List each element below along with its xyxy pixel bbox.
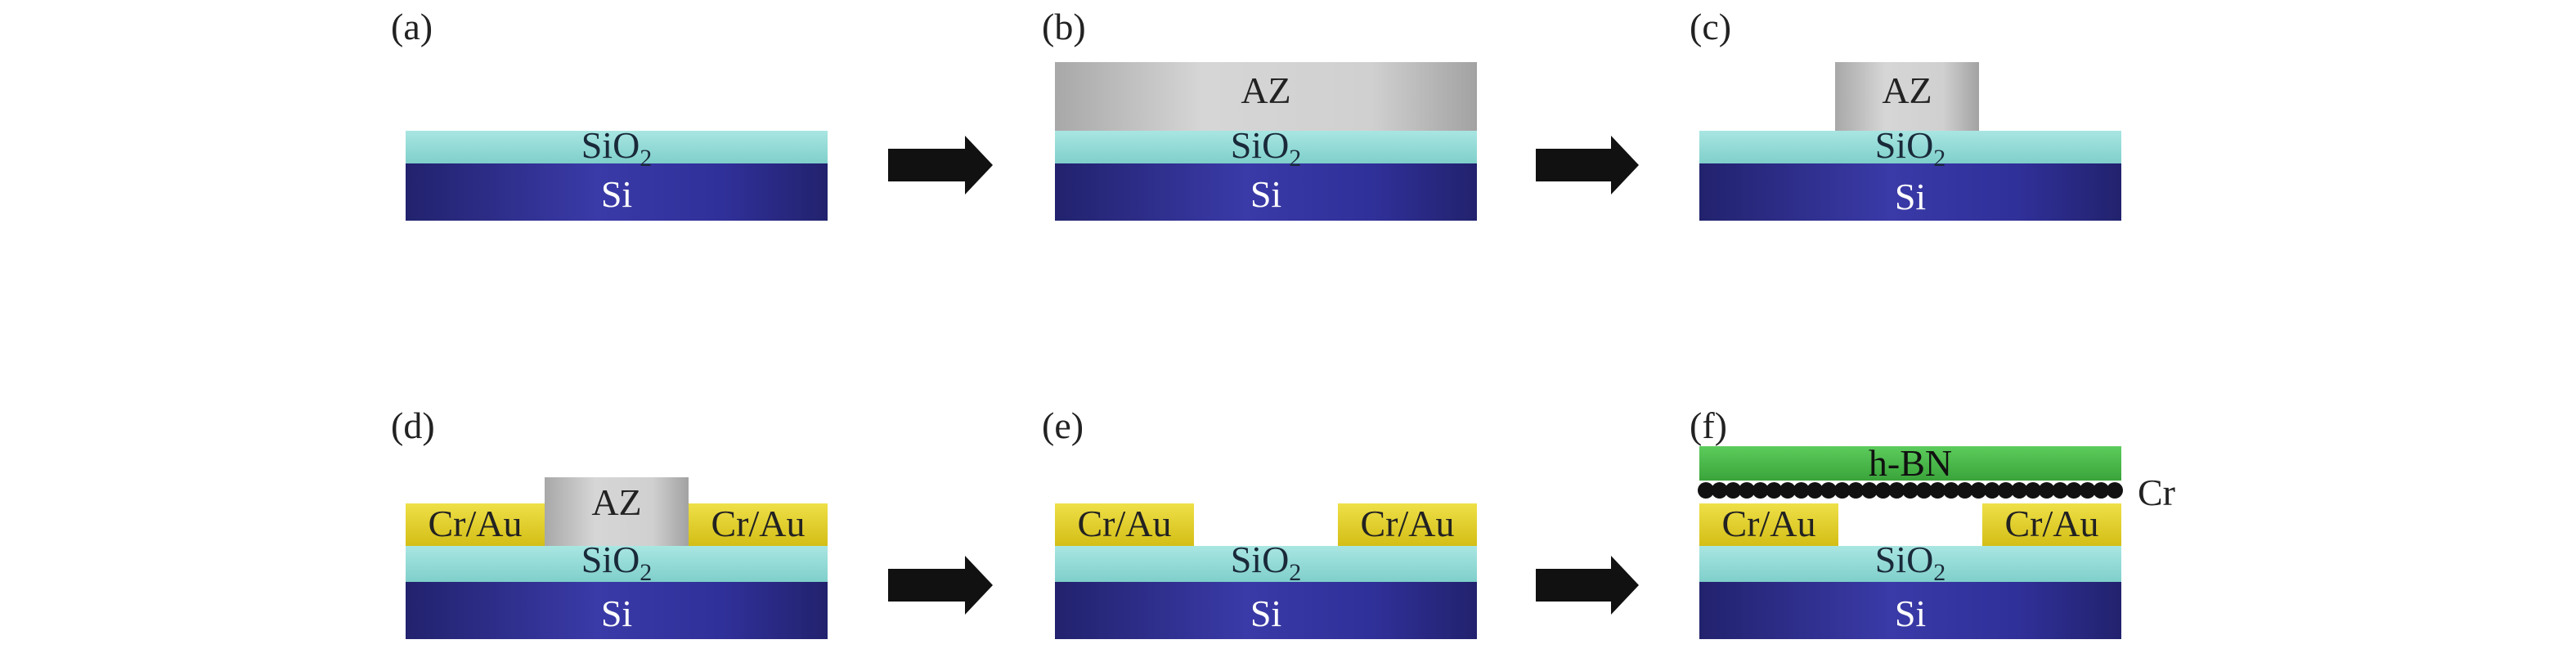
cr-label: Cr	[2138, 472, 2175, 513]
panel-e: (e) Cr/Au Cr/Au SiO2 Si	[1042, 405, 1477, 639]
az-photoresist-block	[1835, 62, 1979, 131]
sio2-label: SiO2	[1231, 539, 1302, 586]
panel-label-b: (b)	[1042, 6, 1086, 47]
panel-a: (a) SiO2 Si	[391, 6, 828, 221]
si-label: Si	[1895, 176, 1926, 217]
panel-b: (b) AZ SiO2 Si	[1042, 6, 1477, 221]
cr-dot	[1943, 482, 1959, 499]
arrow-icon	[888, 136, 993, 195]
cr-dot	[1847, 482, 1865, 499]
arrow-icon	[1536, 556, 1639, 615]
panel-label-a: (a)	[391, 6, 433, 47]
sio2-label: SiO2	[581, 124, 653, 172]
sio2-label: SiO2	[581, 539, 653, 586]
cr-dot	[1698, 482, 1714, 499]
sio2-label: SiO2	[1875, 539, 1946, 586]
cr-dot	[1874, 482, 1892, 499]
hbn-layer	[1699, 446, 2121, 481]
az-label: AZ	[1882, 69, 1932, 111]
cr-dot	[1793, 482, 1810, 499]
sio2-layer	[406, 546, 828, 582]
si-label: Si	[1895, 593, 1926, 634]
panel-c: (c) AZ SiO2 Si	[1690, 6, 2121, 221]
panel-label-c: (c)	[1690, 6, 1731, 47]
cr-dot	[1739, 482, 1755, 499]
cr-dot	[1915, 482, 1932, 499]
az-label: AZ	[1241, 69, 1290, 111]
si-layer	[1699, 582, 2121, 639]
cr-au-electrode-left	[406, 503, 545, 546]
panel-label-d: (d)	[391, 405, 435, 446]
sio2-label: SiO2	[1231, 124, 1302, 172]
si-layer	[406, 163, 828, 221]
cr-dot	[1766, 482, 1783, 499]
cr-dot	[1929, 482, 1946, 499]
cr-au-label-right: Cr/Au	[1361, 503, 1455, 544]
cr-dot	[1779, 482, 1796, 499]
cr-au-label-left: Cr/Au	[429, 503, 523, 544]
cr-au-electrode-right	[1982, 503, 2121, 546]
arrow-icon	[1536, 136, 1639, 195]
panel-f: (f) h-BN Cr Cr/Au Cr/Au SiO2 Si	[1690, 405, 2175, 639]
cr-au-electrode-right	[689, 503, 828, 546]
cr-dot	[1833, 482, 1851, 499]
cr-dot	[1956, 482, 1973, 499]
panel-label-f: (f)	[1690, 405, 1727, 446]
cr-dot	[1806, 482, 1824, 499]
cr-au-label-right: Cr/Au	[2005, 503, 2099, 544]
cr-nanoparticle-row	[1698, 482, 2123, 499]
cr-dot	[1820, 482, 1837, 499]
si-layer	[1055, 582, 1477, 639]
si-label: Si	[601, 593, 632, 634]
cr-au-label-right: Cr/Au	[711, 503, 806, 544]
hbn-label: h-BN	[1869, 442, 1952, 484]
cr-au-label-left: Cr/Au	[1722, 503, 1816, 544]
cr-dot	[1861, 482, 1878, 499]
cr-dot	[1902, 482, 1919, 499]
panel-label-e: (e)	[1042, 405, 1084, 446]
cr-dot	[2107, 482, 2123, 499]
cr-au-electrode-right	[1338, 503, 1477, 546]
cr-dot	[1970, 482, 1987, 499]
si-label: Si	[1250, 593, 1281, 634]
cr-dot	[1752, 482, 1769, 499]
cr-dot	[2025, 482, 2041, 499]
az-photoresist-block	[545, 477, 689, 546]
si-layer	[406, 582, 828, 639]
cr-dot	[2038, 482, 2055, 499]
cr-dot	[1997, 482, 2014, 499]
si-layer	[1055, 163, 1477, 221]
arrow-icon	[888, 556, 993, 615]
az-label: AZ	[591, 481, 641, 523]
panel-d: (d) Cr/Au Cr/Au AZ SiO2 Si	[391, 405, 828, 639]
cr-dot	[1711, 482, 1728, 499]
si-layer	[1699, 163, 2121, 221]
cr-dot	[2066, 482, 2082, 499]
sio2-layer	[1699, 131, 2121, 163]
cr-dot	[1725, 482, 1742, 499]
sio2-layer	[406, 131, 828, 163]
sio2-layer	[1055, 131, 1477, 163]
cr-dot	[2079, 482, 2096, 499]
cr-dot	[1984, 482, 2000, 499]
cr-au-electrode-left	[1699, 503, 1838, 546]
sio2-layer	[1699, 546, 2121, 582]
si-label: Si	[1250, 173, 1281, 215]
cr-dot	[2052, 482, 2069, 499]
si-label: Si	[601, 173, 632, 215]
cr-au-electrode-left	[1055, 503, 1194, 546]
sio2-layer	[1055, 546, 1477, 582]
sio2-label: SiO2	[1875, 124, 1946, 172]
cr-dot	[1888, 482, 1905, 499]
cr-au-label-left: Cr/Au	[1078, 503, 1172, 544]
az-photoresist-layer	[1055, 62, 1477, 131]
cr-dot	[2011, 482, 2028, 499]
cr-dot	[2093, 482, 2110, 499]
